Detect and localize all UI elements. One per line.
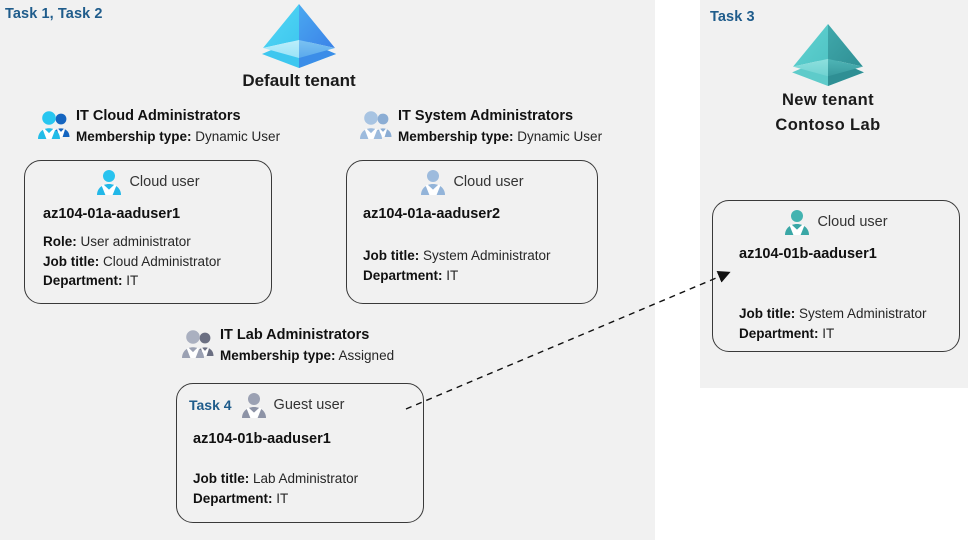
user-property-department: Department: IT — [193, 489, 423, 509]
user-type-label: Cloud user — [129, 174, 200, 190]
group-name: IT Lab Administrators — [220, 327, 370, 343]
user-property-department: Department: IT — [43, 271, 271, 291]
user-property-job-title: Job title: Lab Administrator — [193, 469, 423, 489]
property-value: IT — [446, 267, 459, 283]
membership-label: Membership type: — [398, 128, 514, 144]
new-tenant-title-line1: New tenant — [781, 91, 874, 109]
group-users-icon — [360, 111, 392, 139]
task-label-1-2: Task 1, Task 2 — [5, 6, 103, 22]
guest-user-icon — [241, 393, 266, 418]
property-label: Department: — [193, 490, 273, 506]
user-property-job-title: Job title: System Administrator — [739, 304, 959, 324]
property-value: IT — [822, 325, 835, 341]
user-property-job-title: Job title: System Administrator — [363, 246, 597, 266]
property-value: System Administrator — [423, 248, 551, 263]
group-it-system-administrators: IT System Administrators Membership type… — [360, 106, 602, 146]
cloud-user-icon — [785, 210, 810, 235]
group-name: IT Cloud Administrators — [76, 108, 241, 124]
user-type-label: Cloud user — [817, 214, 888, 230]
user-upn: az104-01b-aaduser1 — [739, 246, 877, 262]
default-tenant-block: Default tenant — [193, 2, 405, 91]
cloud-user-icon — [421, 170, 446, 195]
membership-label: Membership type: — [76, 128, 192, 144]
user-card-az104-01a-aaduser1: Cloud user az104-01a-aaduser1 Role: User… — [24, 160, 272, 304]
property-value: System Administrator — [799, 306, 927, 321]
card-header: Cloud user — [713, 207, 959, 237]
group-users-icon — [182, 330, 214, 358]
membership-value: Dynamic User — [195, 128, 281, 144]
group-membership: Membership type: Assigned — [220, 346, 394, 365]
user-card-az104-01b-aaduser1: Cloud user az104-01b-aaduser1 Job title:… — [712, 200, 960, 352]
card-header: Cloud user — [347, 167, 597, 197]
user-upn: az104-01b-aaduser1 — [193, 431, 331, 447]
membership-label: Membership type: — [220, 347, 336, 363]
card-header: Task 4 Guest user — [189, 390, 423, 420]
task-label-4: Task 4 — [189, 397, 232, 413]
property-label: Department: — [43, 273, 123, 289]
property-label: Job title: — [193, 471, 250, 486]
property-value: IT — [276, 490, 289, 506]
group-it-lab-administrators: IT Lab Administrators Membership type: A… — [182, 325, 394, 365]
group-name: IT System Administrators — [398, 108, 574, 124]
user-type-label: Cloud user — [453, 174, 524, 190]
default-tenant-panel — [0, 0, 655, 540]
default-tenant-title: Default tenant — [242, 71, 356, 90]
user-property-job-title: Job title: Cloud Administrator — [43, 252, 271, 272]
user-upn: az104-01a-aaduser1 — [43, 206, 181, 222]
task-label-3: Task 3 — [710, 9, 755, 25]
property-label: Role: — [43, 234, 77, 249]
membership-value: Dynamic User — [517, 128, 603, 144]
azure-ad-tenant-icon — [262, 4, 336, 68]
group-membership: Membership type: Dynamic User — [398, 127, 602, 146]
property-label: Job title: — [363, 248, 420, 263]
user-properties: Role: User administrator Job title: Clou… — [43, 232, 271, 291]
azure-ad-tenant-icon — [792, 23, 864, 86]
user-property-department: Department: IT — [739, 324, 959, 344]
user-property-department: Department: IT — [363, 266, 597, 286]
new-tenant-block: New tenant Contoso Lab — [722, 22, 934, 136]
property-value: Cloud Administrator — [103, 253, 221, 269]
cloud-user-icon — [97, 170, 122, 195]
user-properties: Job title: Lab Administrator Department:… — [193, 469, 423, 508]
user-card-guest-az104-01b-aaduser1: Task 4 Guest user az104-01b-aaduser1 Job… — [176, 383, 424, 523]
group-it-cloud-administrators: IT Cloud Administrators Membership type:… — [38, 106, 280, 146]
property-label: Job title: — [739, 306, 796, 321]
membership-value: Assigned — [338, 347, 395, 363]
group-users-icon — [38, 111, 70, 139]
user-properties: Job title: System Administrator Departme… — [363, 246, 597, 285]
user-upn: az104-01a-aaduser2 — [363, 206, 501, 222]
property-value: User administrator — [80, 234, 191, 249]
property-label: Department: — [739, 325, 819, 341]
user-card-az104-01a-aaduser2: Cloud user az104-01a-aaduser2 Job title:… — [346, 160, 598, 304]
property-value: IT — [126, 273, 139, 289]
user-type-label: Guest user — [273, 397, 345, 413]
card-header: Cloud user — [25, 167, 271, 197]
new-tenant-title-line2: Contoso Lab — [775, 116, 881, 134]
property-value: Lab Administrator — [253, 471, 359, 486]
property-label: Job title: — [43, 253, 100, 269]
group-membership: Membership type: Dynamic User — [76, 127, 280, 146]
property-label: Department: — [363, 267, 443, 283]
user-properties: Job title: System Administrator Departme… — [739, 304, 959, 343]
user-property-role: Role: User administrator — [43, 232, 271, 252]
